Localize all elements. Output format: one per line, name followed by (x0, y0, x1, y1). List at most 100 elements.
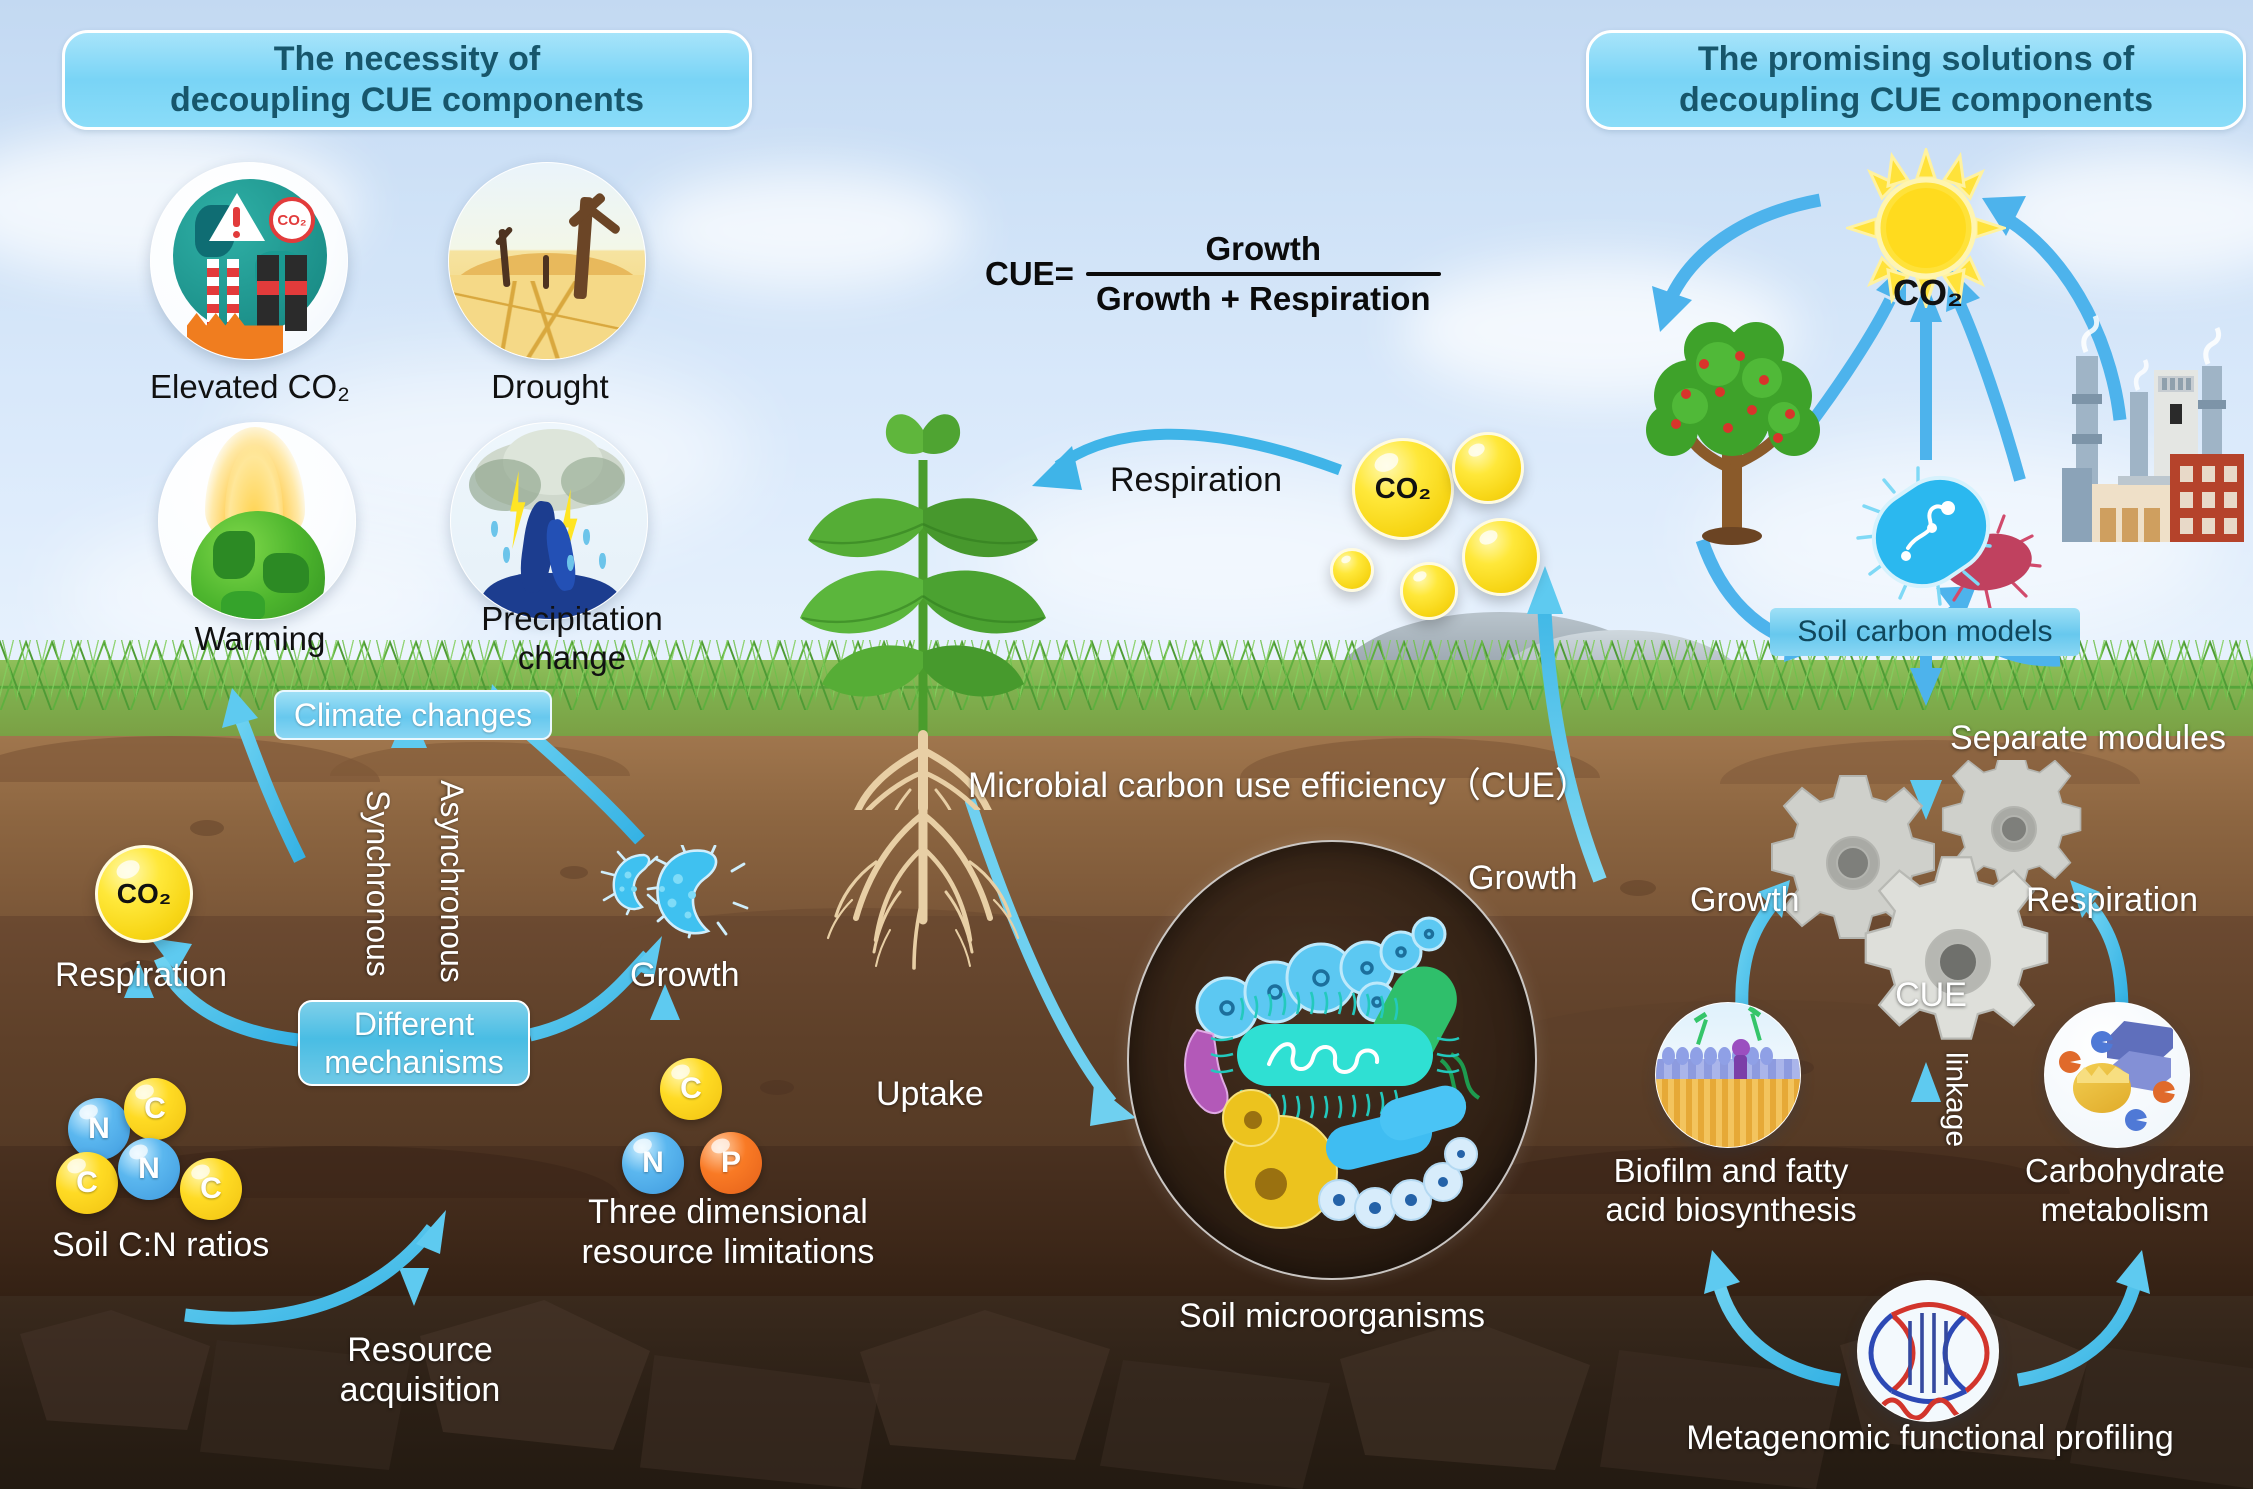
biofilm-label: Biofilm and fatty acid biosynthesis (1586, 1152, 1876, 1230)
driver-badge-drought[interactable] (448, 162, 646, 360)
biofilm-membrane-icon (1656, 1003, 1800, 1147)
biofilm-badge[interactable] (1655, 1002, 1801, 1148)
plant-root-system (790, 795, 1070, 1000)
right-panel-title-line2: decoupling CUE components (1678, 81, 2154, 119)
right-cue-label: CUE (1895, 976, 1967, 1014)
left-growth-label: Growth (630, 956, 740, 994)
cue-formula-bar (1085, 272, 1441, 276)
burning-globe-icon (159, 423, 355, 619)
storm-flood-icon (451, 423, 647, 619)
driver-label-precipitation-line2: change (517, 638, 627, 676)
cn-bead-c: C (124, 1078, 186, 1140)
resource-bead-label: C (680, 1072, 702, 1105)
cue-formula: CUE= Growth Growth + Respiration (985, 230, 1441, 318)
co2-bubble-small (1400, 562, 1458, 620)
resource-acquisition-line2: acquisition (339, 1371, 501, 1410)
right-panel-title: The promising solutions of decoupling CU… (1586, 30, 2246, 130)
left-co2-bubble: CO₂ (95, 845, 193, 943)
co2-bubble-small (1330, 548, 1374, 592)
right-co2-label: CO₂ (1893, 272, 1963, 313)
driver-label-precipitation: Precipitation change (432, 600, 712, 678)
factory-icon (2058, 308, 2248, 558)
metagenomic-label: Metagenomic functional profiling (1686, 1419, 2174, 1457)
carbohydrate-line1: Carbohydrate (2025, 1152, 2225, 1189)
center-growth-label: Growth (1468, 859, 1578, 897)
left-panel-title: The necessity of decoupling CUE componen… (62, 30, 752, 130)
cue-formula-lhs: CUE= (985, 255, 1074, 292)
soil-pebble (560, 866, 588, 879)
center-cue-title: Microbial carbon use efficiency（CUE） (968, 766, 1590, 805)
rock-chip (1100, 1360, 1330, 1489)
left-panel-title-line2: decoupling CUE components (169, 81, 645, 119)
resource-acquisition-line1: Resource (347, 1331, 493, 1369)
cn-bead-n: N (68, 1098, 130, 1160)
resource-bead-label: N (642, 1146, 664, 1179)
factory-globe-co2-icon: CO₂ (151, 163, 347, 359)
asynchronous-label: Asynchronous (433, 780, 470, 983)
metagenomic-badge[interactable] (1857, 1280, 1999, 1422)
driver-badge-warming[interactable] (158, 422, 356, 620)
cn-bead-c: C (180, 1158, 242, 1220)
rock-chip (200, 1340, 410, 1470)
left-respiration-label: Respiration (55, 956, 227, 994)
co2-bubble-medium (1462, 518, 1540, 596)
driver-badge-precipitation[interactable] (450, 422, 648, 620)
right-respiration-label: Respiration (2026, 881, 2198, 919)
center-respiration-label: Respiration (1110, 461, 1282, 499)
cue-formula-fraction: Growth Growth + Respiration (1085, 230, 1441, 318)
center-uptake-label: Uptake (876, 1075, 984, 1113)
separate-modules-label: Separate modules (1950, 719, 2226, 757)
left-panel-title-line1: The necessity of (273, 39, 541, 78)
cn-bead-label: N (88, 1112, 110, 1145)
different-mechanisms-line1: Different (353, 1005, 475, 1042)
driver-label-elevated-co2: Elevated CO₂ (150, 368, 350, 405)
co2-bubble-large: CO₂ (1352, 438, 1454, 540)
cloud-decoration (1980, 150, 2253, 280)
resource-bead-c: C (660, 1058, 722, 1120)
bacteria-pair-icon (1846, 440, 2046, 620)
cn-bead-label: C (144, 1092, 166, 1125)
soil-carbon-models-pill[interactable]: Soil carbon models (1770, 608, 2080, 656)
cue-formula-numerator: Growth (1205, 230, 1321, 267)
soil-microorganisms-label: Soil microorganisms (1178, 1297, 1486, 1335)
three-dimensional-resource-label: Three dimensional resource limitations (518, 1192, 938, 1272)
gears-icon (1762, 749, 2162, 1070)
different-mechanisms-pill[interactable]: Different mechanisms (298, 1000, 530, 1086)
cue-formula-denominator: Growth + Respiration (1095, 280, 1431, 317)
carbohydrate-molecule-icon (2045, 1003, 2189, 1147)
soil-cn-ratios-label: Soil C:N ratios (52, 1226, 270, 1264)
co2-bubble-medium (1452, 432, 1524, 504)
bubble-shine (1477, 527, 1500, 548)
right-growth-label: Growth (1690, 881, 1800, 919)
plant-illustration (760, 390, 1090, 814)
three-dim-line1: Three dimensional (588, 1193, 868, 1231)
right-panel-title-line1: The promising solutions of (1697, 39, 2135, 78)
fruit-tree-icon (1632, 318, 1832, 548)
carbohydrate-label: Carbohydrate metabolism (2000, 1152, 2250, 1230)
driver-label-drought: Drought (491, 368, 609, 405)
soil-pebble (760, 1080, 794, 1095)
carbohydrate-line2: metabolism (2040, 1190, 2210, 1228)
climate-changes-pill[interactable]: Climate changes (274, 690, 552, 740)
cn-bead-c: C (56, 1152, 118, 1214)
cn-bead-n: N (118, 1138, 180, 1200)
synchronous-label: Synchronous (359, 790, 396, 977)
linkage-label: linkage (1939, 1052, 1973, 1148)
resource-bead-label: P (720, 1146, 741, 1179)
driver-label-warming: Warming (194, 620, 326, 657)
biofilm-line2: acid biosynthesis (1605, 1190, 1857, 1228)
soil-pebble (190, 820, 224, 836)
bubble-shine (1412, 569, 1429, 585)
carbohydrate-badge[interactable] (2044, 1002, 2190, 1148)
cloud-decoration (640, 170, 970, 290)
bubble-shine (1339, 554, 1352, 565)
dna-helix-icon (1858, 1281, 1998, 1421)
cn-bead-label: C (76, 1166, 98, 1199)
driver-badge-elevated-co2[interactable]: CO₂ (150, 162, 348, 360)
resource-acquisition-label: Resource acquisition (300, 1330, 540, 1410)
co2-bubble-label: CO₂ (1374, 472, 1432, 505)
cn-bead-label: C (200, 1172, 222, 1205)
bubble-shine (1466, 441, 1488, 460)
left-co2-bubble-label: CO₂ (116, 878, 172, 909)
